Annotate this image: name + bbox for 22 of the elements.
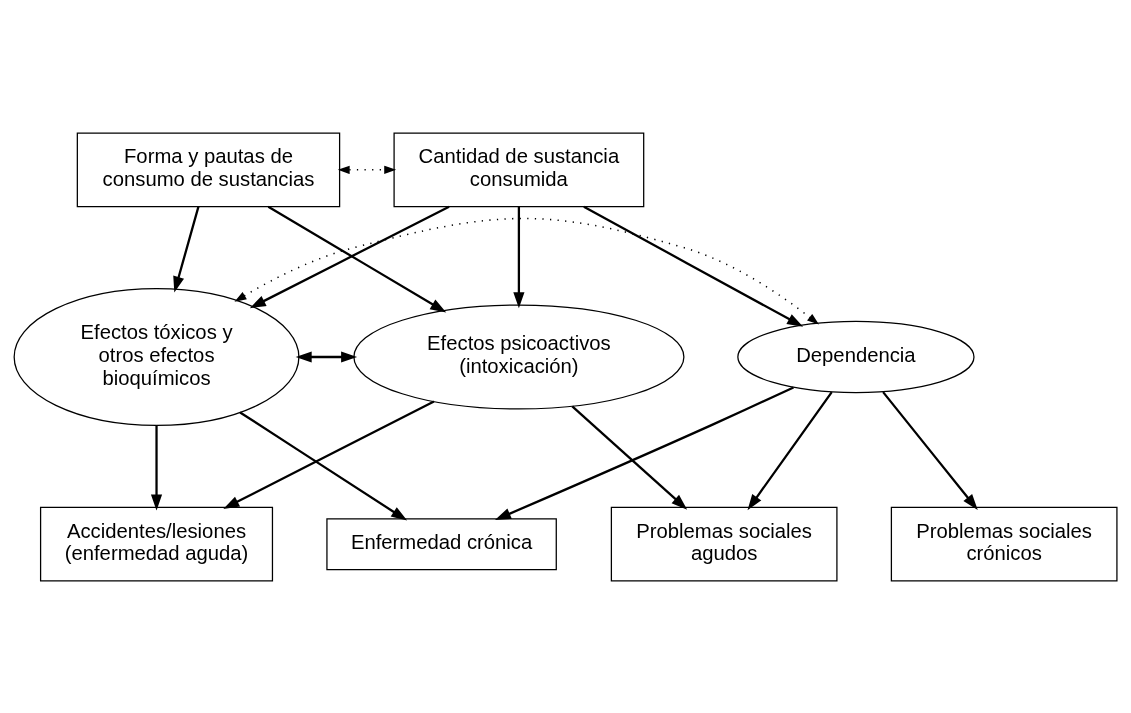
- arrow: [295, 350, 358, 363]
- node-box: Problemas sociales agudos: [610, 506, 838, 582]
- arrow: [173, 205, 200, 293]
- node-box: Cantidad de sustancia consumida: [393, 131, 645, 207]
- arrow: [494, 385, 794, 520]
- arrow: [234, 217, 819, 325]
- node-box: Forma y pautas de consumo de sustancias: [76, 131, 341, 207]
- node-box: Enfermedad crónica: [326, 517, 557, 570]
- arrow: [583, 205, 804, 327]
- arrow: [337, 165, 397, 174]
- arrow: [513, 206, 525, 308]
- arrow: [223, 400, 435, 509]
- node-ellipse: Dependencia: [737, 320, 975, 393]
- arrow: [747, 390, 833, 510]
- node-box: Problemas sociales crónicos: [890, 506, 1118, 582]
- node-box: Accidentes/lesiones (enfermedad aguda): [39, 506, 274, 582]
- arrow: [882, 390, 978, 510]
- node-ellipse: Efectos tóxicos y otros efectos bioquímicos: [13, 287, 300, 426]
- arrow: [239, 410, 408, 521]
- node-ellipse: Efectos psicoactivos (intoxicación): [353, 303, 685, 410]
- arrow: [571, 404, 688, 510]
- arrow: [150, 424, 163, 511]
